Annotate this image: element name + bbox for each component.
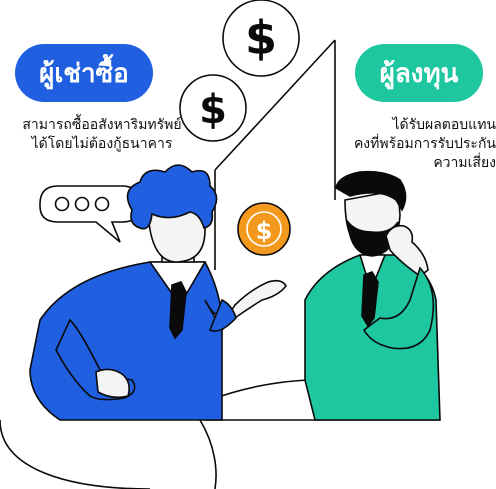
- investor-figure: [304, 170, 441, 421]
- dollar-symbol: $: [199, 87, 227, 133]
- investor-title: ผู้ลงทุน: [379, 58, 459, 89]
- dollar-symbol: $: [245, 11, 277, 65]
- investor-title-badge: ผู้ลงทุน: [355, 44, 483, 102]
- dollar-icon: $: [179, 74, 247, 142]
- buyer-desc-line: ได้โดยไม่ต้องกู้ธนาคาร: [31, 136, 173, 152]
- buyer-desc-line: สามารถซื้ออสังหาริมทรัพย์: [22, 117, 182, 133]
- investor-description: ได้รับผลตอบแทน คงที่พร้อมการรับประกัน คว…: [336, 116, 496, 173]
- dollar-icon: $: [222, 0, 300, 77]
- buyer-title-badge: ผู้เช่าซื้อ: [15, 44, 153, 102]
- coin-icon: $: [237, 202, 291, 256]
- coin-dollar-symbol: $: [256, 217, 273, 245]
- buyer-description: สามารถซื้ออสังหาริมทรัพย์ ได้โดยไม่ต้องก…: [8, 116, 196, 154]
- buyer-figure: [29, 164, 287, 421]
- investor-desc-line: ได้รับผลตอบแทน: [392, 117, 496, 133]
- investor-desc-line: คงที่พร้อมการรับประกัน: [353, 136, 496, 152]
- speech-bubble-icon: [39, 185, 141, 243]
- investor-desc-line: ความเสี่ยง: [433, 155, 496, 171]
- buyer-title: ผู้เช่าซื้อ: [39, 58, 129, 89]
